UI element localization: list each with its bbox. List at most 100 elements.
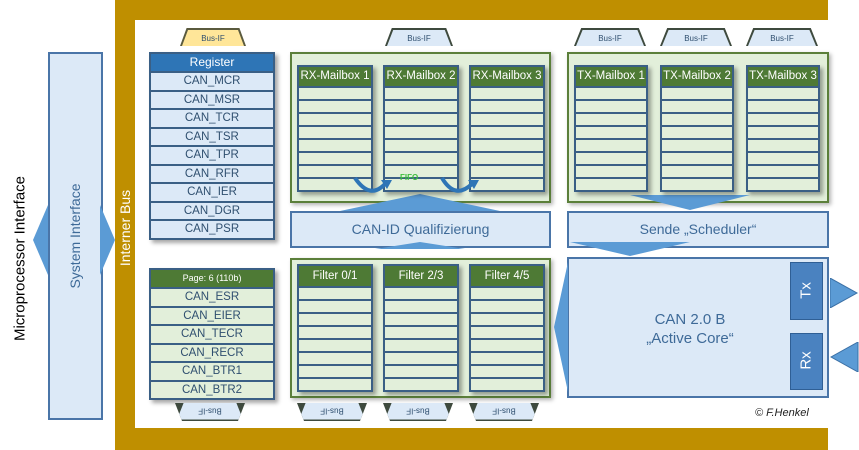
- filter-slot: [299, 325, 371, 338]
- tx-mailbox-header: TX-Mailbox 2: [662, 67, 732, 86]
- register-row: CAN_PSR: [151, 219, 273, 238]
- filter-slot: [471, 351, 543, 364]
- tx-mailbox-slot: [662, 112, 732, 125]
- bus-if-filter: Bus-IF: [383, 403, 453, 421]
- filter-slot: [385, 325, 457, 338]
- left-arrow-core: [554, 262, 568, 392]
- rx-mailbox-slot: [385, 112, 457, 125]
- bus-if-filter: Bus-IF: [297, 403, 367, 421]
- rx-mailbox-slot: [471, 164, 543, 177]
- register-row: CAN_MSR: [151, 89, 273, 109]
- rx-port: [790, 333, 823, 390]
- fifo-arrows: [353, 176, 479, 193]
- rx-in-arrow-icon: [830, 342, 859, 372]
- tx-label: Tx: [797, 282, 815, 299]
- page-register-row: CAN_EIER: [151, 305, 273, 325]
- copyright: © F.Henkel: [755, 407, 809, 419]
- filter-slot: [299, 338, 371, 351]
- tx-mailbox-slot: [662, 151, 732, 164]
- up-arrow-rx: [340, 194, 500, 211]
- tx-mailbox-slot: [748, 151, 818, 164]
- tx-mailbox-slot: [748, 99, 818, 112]
- filter-slot: [299, 299, 371, 312]
- down-arrow-tx: [630, 195, 750, 210]
- rx-mailbox-slot: [299, 164, 371, 177]
- tx-mailbox-slot: [576, 86, 646, 99]
- filter-slot: [471, 364, 543, 377]
- curved-arrow-icon: [353, 176, 387, 193]
- tx-out-arrow-icon: [830, 278, 859, 308]
- filter: Filter 2/3: [383, 264, 459, 392]
- tx-mailbox-slot: [576, 177, 646, 190]
- rx-mailbox-slot: [385, 125, 457, 138]
- page-register-row: CAN_RECR: [151, 342, 273, 362]
- up-arrow-filter: [375, 242, 465, 249]
- tx-mailbox-slot: [662, 138, 732, 151]
- filter-slot: [299, 286, 371, 299]
- tx-mailbox-slot: [576, 125, 646, 138]
- tx-mailbox-slot: [576, 112, 646, 125]
- filter-slot: [299, 351, 371, 364]
- rx-mailbox-slot: [471, 177, 543, 190]
- tx-mailbox-slot: [662, 164, 732, 177]
- tx-mailbox-slot: [576, 164, 646, 177]
- filter-slot: [385, 377, 457, 390]
- tx-mailbox-slot: [576, 151, 646, 164]
- filter-slot: [385, 338, 457, 351]
- tx-mailbox-slot: [748, 164, 818, 177]
- rx-mailbox-slot: [471, 138, 543, 151]
- rx-mailbox-slot: [299, 125, 371, 138]
- filter-slot: [471, 338, 543, 351]
- rx-mailbox-header: RX-Mailbox 3: [471, 67, 543, 86]
- filter-slot: [471, 286, 543, 299]
- page-register-row: CAN_BTR1: [151, 361, 273, 380]
- filter-slot: [385, 312, 457, 325]
- filter-slot: [471, 325, 543, 338]
- rx-label: Rx: [797, 351, 815, 370]
- microprocessor-interface-label: Microprocessor Interface: [11, 175, 29, 342]
- page-register-row: CAN_TECR: [151, 324, 273, 343]
- register-row: CAN_DGR: [151, 200, 273, 220]
- rx-mailbox-slot: [471, 151, 543, 164]
- curved-arrow-icon: [440, 176, 474, 193]
- right-arrow-icon: [100, 205, 115, 275]
- bottom-bus-bar: [115, 428, 828, 450]
- filter-slot: [299, 377, 371, 390]
- tx-mailbox: TX-Mailbox 3: [746, 65, 820, 192]
- rx-mailbox-header: RX-Mailbox 2: [385, 67, 457, 86]
- tx-port: [790, 262, 823, 320]
- tx-mailbox-slot: [576, 138, 646, 151]
- page-register-row: CAN_ESR: [151, 287, 273, 306]
- bus-if-tx: Bus-IF: [574, 28, 646, 46]
- filter-slot: [471, 377, 543, 390]
- rx-mailbox-slot: [385, 99, 457, 112]
- filter-slot: [385, 299, 457, 312]
- filter-slot: [471, 299, 543, 312]
- tx-mailbox-slot: [748, 112, 818, 125]
- bus-if-tx: Bus-IF: [660, 28, 732, 46]
- rx-mailbox-slot: [471, 86, 543, 99]
- register-row: CAN_TCR: [151, 108, 273, 127]
- core-line2: „Active Core“: [646, 330, 734, 347]
- can-id-qualification-box: CAN-ID Qualifizierung: [290, 211, 551, 248]
- rx-mailbox-slot: [299, 112, 371, 125]
- page-header: Page: 6 (110b): [151, 270, 273, 287]
- internal-bus-bar: [115, 0, 135, 450]
- rx-mailbox-slot: [385, 164, 457, 177]
- top-bus-bar: [115, 0, 828, 20]
- filter: Filter 4/5: [469, 264, 545, 392]
- tx-mailbox-header: TX-Mailbox 1: [576, 67, 646, 86]
- filter-slot: [385, 351, 457, 364]
- tx-mailbox-slot: [662, 86, 732, 99]
- rx-mailbox: RX-Mailbox 3: [469, 65, 545, 192]
- tx-mailbox: TX-Mailbox 2: [660, 65, 734, 192]
- register-row: CAN_RFR: [151, 163, 273, 183]
- bidirectional-arrows: [33, 205, 115, 275]
- register-row: CAN_MCR: [151, 71, 273, 90]
- rx-mailbox: RX-Mailbox 1: [297, 65, 373, 192]
- filter-header: Filter 4/5: [471, 266, 543, 286]
- register-row: CAN_TSR: [151, 126, 273, 146]
- tx-mailbox-slot: [748, 138, 818, 151]
- core-line1: CAN 2.0 B: [654, 311, 726, 328]
- bus-if-tx: Bus-IF: [746, 28, 818, 46]
